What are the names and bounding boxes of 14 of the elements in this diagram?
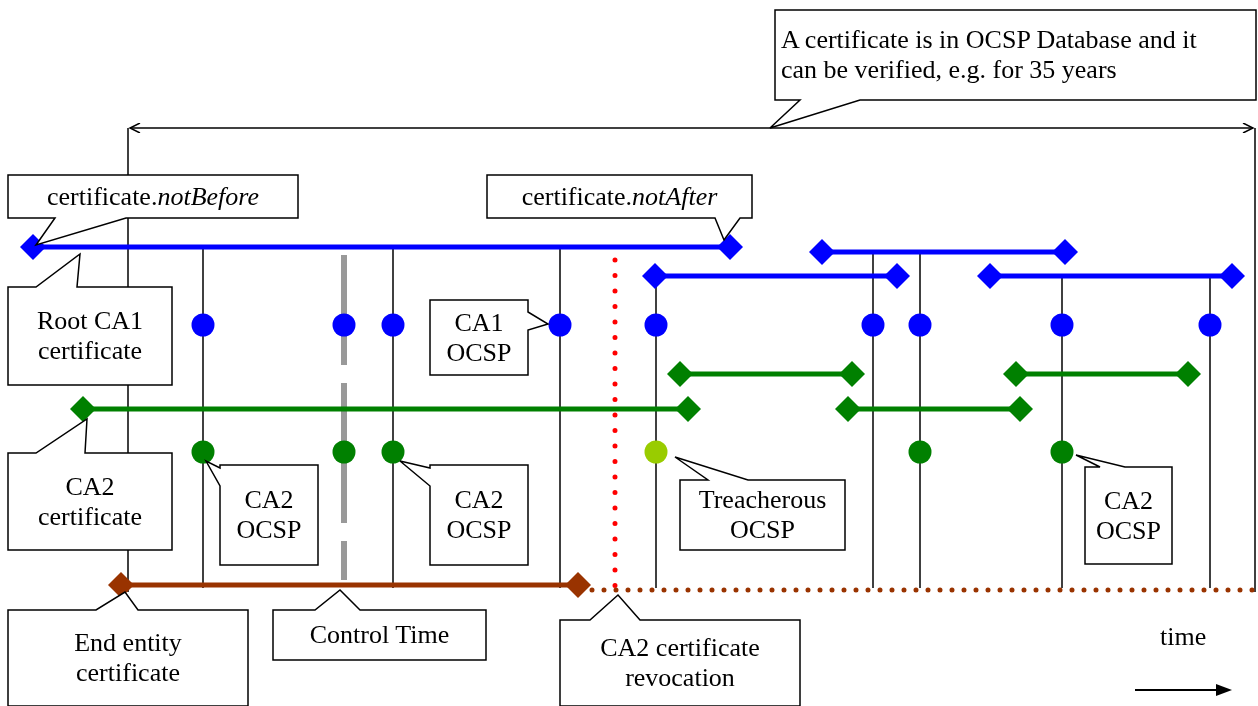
callout-box: CA2 certificate revocation (560, 595, 800, 706)
callout-box: Root CA1 certificate (8, 254, 172, 385)
callout-box: Control Time (273, 590, 486, 660)
callout-box: CA1 OCSP (430, 300, 548, 375)
callout-box: End entity certificate (8, 592, 248, 706)
callout-box: certificate.notBefore (8, 175, 298, 245)
axis-label: time (1160, 622, 1207, 652)
callout-box: CA2 OCSP (400, 461, 528, 565)
callout-box: CA2 OCSP (206, 461, 318, 565)
callout-box: certificate.notAfter (487, 175, 752, 240)
callout-box: CA2 certificate (8, 419, 172, 550)
callout-box: CA2 OCSP (1076, 455, 1172, 564)
callout-box: A certificate is in OCSP Database and it can be verified, e.g. for 35 years (770, 10, 1256, 128)
callout-box: Treacherous OCSP (675, 457, 845, 550)
